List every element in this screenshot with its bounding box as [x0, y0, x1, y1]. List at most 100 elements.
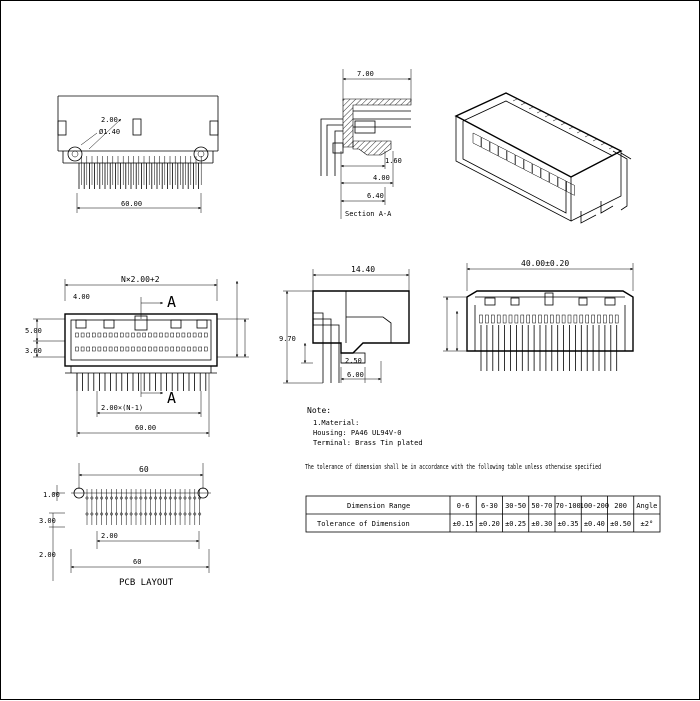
pcb-hole [110, 496, 113, 500]
contact [502, 314, 507, 324]
dim-front-h1: 5.00 [25, 327, 42, 335]
contact-bottom [170, 346, 174, 352]
notes-line-3: Terminal: Brass Tin plated [313, 439, 423, 447]
pcb-hole [183, 512, 187, 516]
isometric-pins [512, 98, 622, 154]
pcb-hole [159, 496, 162, 500]
contact-top [86, 332, 90, 338]
pcb-hole [139, 496, 143, 500]
section-label: Section A-A [345, 210, 392, 218]
contact-top [131, 332, 135, 338]
pcb-hole [105, 496, 109, 500]
contact-top [153, 332, 158, 338]
contact-top [181, 332, 186, 338]
slot [498, 145, 507, 161]
pcb-hole [105, 512, 109, 516]
tolerance-range-cell: 100-200 [580, 502, 610, 510]
pcb-hole [173, 496, 177, 500]
pin-line [584, 134, 590, 138]
pcb-hole [163, 496, 167, 500]
pcb-hole [193, 496, 197, 500]
pcb-holes [85, 489, 202, 525]
slot [523, 158, 533, 174]
contact-top [164, 332, 169, 338]
pcb-layout-view: 60 2.00 60 1.00 3.00 2.00 PCB LAYOUT [39, 463, 211, 588]
slot [532, 163, 541, 179]
pcb-hole [173, 512, 177, 516]
contact [532, 314, 536, 324]
pcb-hole [139, 512, 143, 516]
tolerance-value-cell: ±0.20 [479, 520, 500, 528]
contact [491, 314, 495, 324]
contact-bottom [148, 346, 152, 352]
slot [540, 167, 550, 183]
pcb-hole [178, 496, 182, 500]
pcb-hole [183, 496, 187, 500]
slot [472, 132, 482, 148]
pcb-hole [144, 496, 148, 500]
pcb-hole [124, 496, 128, 500]
side-view: 14.40 9.70 2.50 6.00 [279, 265, 410, 384]
contact-top [176, 332, 180, 338]
section-view: 7.00 1.60 4.00 6.40 Section A-A [320, 69, 412, 219]
contact [496, 314, 501, 324]
contact [579, 314, 584, 324]
contact [485, 314, 489, 324]
pcb-hole [119, 496, 123, 500]
contact-top [108, 332, 113, 338]
contact-bottom [181, 346, 186, 352]
pcb-hole [188, 512, 192, 516]
slot [557, 176, 567, 192]
contact-bottom [136, 346, 141, 352]
tolerance-value-cell: ±0.50 [610, 520, 631, 528]
dim-section-top: 7.00 [357, 70, 374, 78]
pin-line [528, 106, 534, 110]
dim-pcb-top: 60 [139, 465, 149, 474]
contact [514, 314, 519, 324]
slot [489, 141, 499, 157]
pcb-hole [119, 512, 123, 516]
dim-section-a: 1.60 [385, 157, 402, 165]
pcb-hole [95, 496, 99, 500]
dim-pcb-left-3: 2.00 [39, 551, 56, 559]
tolerance-value-cell: ±0.15 [453, 520, 474, 528]
notes-title: Note: [307, 406, 331, 415]
contact-bottom [86, 346, 90, 352]
pcb-hole [129, 512, 133, 516]
contact-bottom [80, 346, 85, 352]
contact [544, 314, 548, 324]
back-pins [479, 314, 619, 371]
tolerance-note: The tolerance of dimension shall be in a… [305, 463, 601, 471]
contact-top [92, 332, 96, 338]
pcb-hole [198, 496, 202, 500]
pin-line [512, 98, 518, 102]
pin-line [608, 146, 614, 150]
contact-bottom [75, 346, 79, 352]
tolerance-range-cell: 0-6 [457, 502, 470, 510]
front-main-view: N×2.00+2 4.00 A A 5.00 3.60 2.00×(N-1) [25, 275, 249, 437]
pcb-hole [168, 496, 172, 500]
pcb-hole [129, 496, 133, 500]
contact-top [159, 332, 163, 338]
pcb-hole [178, 512, 182, 516]
pcb-hole [149, 512, 153, 516]
pcb-hole [149, 496, 153, 500]
pcb-hole [154, 512, 158, 516]
pcb-hole [110, 512, 113, 516]
pcb-hole [124, 512, 128, 516]
dim-back-top: 40.00±0.20 [521, 259, 569, 268]
tolerance-columns: 0-6±0.156-30±0.2030-50±0.2550-70±0.3070-… [453, 496, 657, 532]
slot [481, 136, 490, 152]
pin-line [576, 130, 582, 134]
tolerance-value-cell: ±0.25 [505, 520, 526, 528]
pcb-hole [144, 512, 148, 516]
contact-top [80, 332, 85, 338]
contact-top [192, 332, 197, 338]
contact-top [136, 332, 141, 338]
slot [506, 150, 516, 166]
contact [573, 314, 578, 324]
dim-side-bottom: 6.00 [347, 371, 364, 379]
dim-pitch-top: 2.00 [101, 116, 118, 124]
contact [567, 314, 572, 324]
tolerance-range-cell: 6-30 [481, 502, 498, 510]
